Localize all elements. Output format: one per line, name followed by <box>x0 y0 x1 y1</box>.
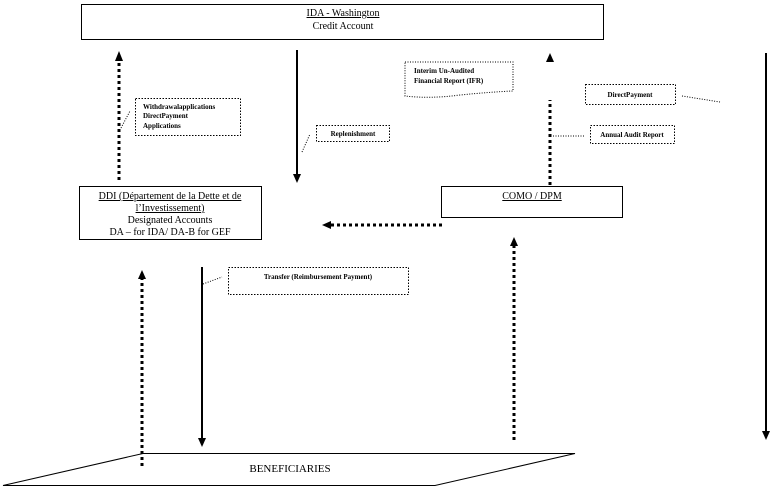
transfer-label: Transfer (Reimbursement Payment) <box>264 273 373 281</box>
ifr-label-2: Financial Report (IFR) <box>414 77 484 85</box>
ifr-label-1: Interim Un-Audited <box>414 67 474 75</box>
arrowhead-icon <box>115 51 123 61</box>
replenishment-callout: Replenishment <box>301 125 390 153</box>
ddi-line3: Designated Accounts <box>128 215 213 226</box>
arrowhead-icon <box>138 270 146 279</box>
arrowhead-icon <box>322 221 331 229</box>
ida-title: IDA - Washington <box>307 8 380 19</box>
arrowhead-icon <box>198 438 206 447</box>
annual-audit-label: Annual Audit Report <box>600 131 664 139</box>
ifr-callout: Interim Un-Audited Financial Report (IFR… <box>404 61 514 98</box>
como-title: COMO / DPM <box>502 191 562 202</box>
arrowhead-icon <box>762 431 770 440</box>
ddi-line1: DDI (Département de la Dette et de <box>99 191 242 202</box>
withdrawal-label-1: Withdrawalapplications <box>143 103 215 111</box>
withdrawal-label-2: DirectPayment <box>143 112 189 120</box>
replenishment-label: Replenishment <box>331 130 376 138</box>
ddi-line2: l’Investissement) <box>136 203 205 214</box>
withdrawal-callout: Withdrawalapplications DirectPayment App… <box>120 98 241 136</box>
beneficiaries-node: BENEFICIARIES <box>2 453 576 486</box>
ddi-node: DDI (Département de la Dette et de l’Inv… <box>79 186 262 240</box>
beneficiaries-title: BENEFICIARIES <box>249 463 330 475</box>
como-dpm-node: COMO / DPM <box>441 186 623 218</box>
direct-payment-label: DirectPayment <box>608 91 654 99</box>
withdrawal-label-3: Applications <box>143 122 181 130</box>
ida-subtitle: Credit Account <box>313 21 374 32</box>
transfer-callout: Transfer (Reimbursement Payment) <box>202 267 409 295</box>
ddi-line4: DA – for IDA/ DA-B for GEF <box>109 227 231 238</box>
arrowhead-icon <box>510 237 518 246</box>
arrowhead-icon <box>546 53 554 62</box>
ida-washington-node: IDA - Washington Credit Account <box>81 4 604 40</box>
direct-payment-callout: DirectPayment <box>585 84 721 105</box>
arrowhead-icon <box>293 174 301 183</box>
annual-audit-callout: Annual Audit Report <box>553 125 675 144</box>
